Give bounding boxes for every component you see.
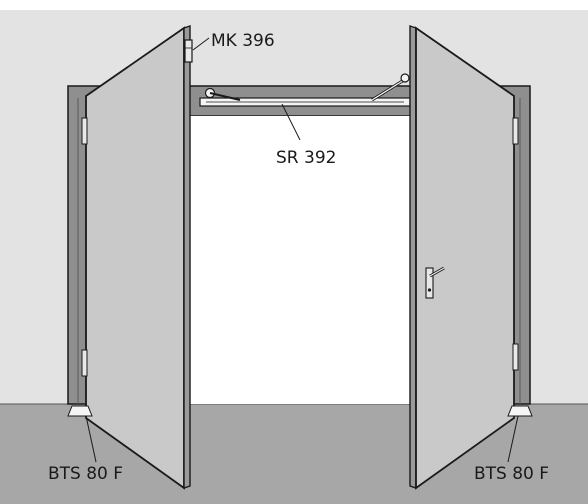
door-handle-plate (425, 267, 434, 299)
door-leaf-right (415, 26, 515, 490)
floor-spring-right (507, 405, 533, 417)
label-slide-rail: SR 392 (276, 148, 336, 168)
hinge-right-top (512, 117, 519, 145)
floor-spring-left (67, 405, 93, 417)
leader-bts-left (85, 415, 97, 463)
door-keyhole (427, 288, 432, 292)
hinge-right-bottom (512, 343, 519, 371)
label-door-closer: MK 396 (211, 31, 275, 51)
leader-sr392 (281, 103, 301, 141)
rail-arm-pivot-right (400, 73, 410, 83)
door-leaf-left (85, 26, 185, 490)
label-floor-spring-right: BTS 80 F (474, 464, 549, 484)
leader-mk396 (192, 37, 210, 51)
leader-bts-right (507, 415, 519, 463)
door-handle-lever-highlight (429, 267, 445, 277)
hinge-left-top (81, 117, 88, 145)
door-opening (186, 116, 414, 404)
door-leaf-left-edge (183, 25, 191, 489)
rail-arm-left (209, 92, 241, 101)
label-floor-spring-left: BTS 80 F (48, 464, 123, 484)
door-closer-mk396 (184, 39, 193, 63)
rail-arm-right-highlight (371, 79, 405, 101)
hinge-left-bottom (81, 349, 88, 377)
